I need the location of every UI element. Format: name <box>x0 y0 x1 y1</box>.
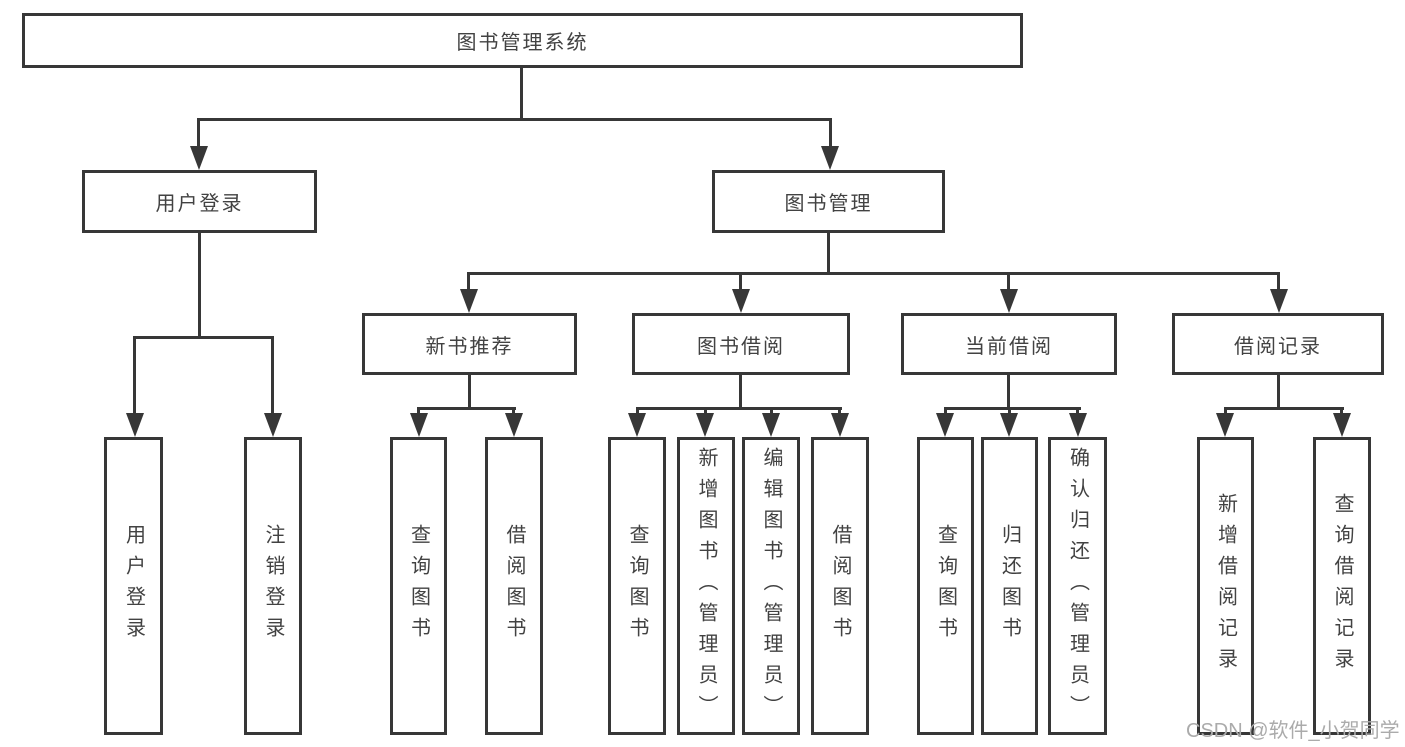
connector-drop <box>838 407 841 413</box>
node-user-login-label: 用户登录 <box>155 193 244 215</box>
connector-new-book-rec-stem <box>468 375 471 407</box>
connector-drop <box>636 407 639 413</box>
node-book-borrow-label: 图书借阅 <box>697 335 785 358</box>
node-book-mgmt: 图书管理 <box>712 170 945 233</box>
leaf-borrow-query-book-label: 查询图书 <box>626 524 648 648</box>
connector-drop <box>1008 407 1011 413</box>
arrow-down-icon <box>1069 413 1087 437</box>
connector-new-book-rec-bar <box>417 407 516 410</box>
connector-root-bar <box>197 118 832 121</box>
arrow-down-icon <box>821 146 839 170</box>
connector-drop <box>417 407 420 413</box>
leaf-query-record: 查询借阅记录 <box>1313 437 1371 735</box>
connector-book-mgmt-bar <box>467 272 1280 275</box>
connector-user-login-bar <box>133 336 274 339</box>
leaf-current-query-book-label: 查询图书 <box>934 524 957 648</box>
arrow-down-icon <box>410 413 428 437</box>
leaf-return-book: 归还图书 <box>981 437 1038 735</box>
arrow-down-icon <box>1000 289 1018 313</box>
leaf-rec-borrow-book: 借阅图书 <box>485 437 543 735</box>
leaf-add-book: 新增图书（管理员） <box>677 437 735 735</box>
csdn-watermark: CSDN @软件_小贺同学 <box>1186 720 1400 742</box>
node-borrow-records-label: 借阅记录 <box>1234 335 1322 358</box>
connector-drop <box>770 407 773 413</box>
node-book-borrow: 图书借阅 <box>632 313 850 375</box>
leaf-query-record-label: 查询借阅记录 <box>1331 493 1353 679</box>
leaf-rec-query-book-label: 查询图书 <box>407 524 430 648</box>
arrow-down-icon <box>1333 413 1351 437</box>
connector-drop-login <box>133 336 136 413</box>
node-root: 图书管理系统 <box>22 13 1023 68</box>
leaf-rec-borrow-book-label: 借阅图书 <box>503 524 525 648</box>
leaf-add-book-label: 新增图书（管理员） <box>695 446 717 726</box>
arrow-down-icon <box>1000 413 1018 437</box>
connector-drop <box>1076 407 1079 413</box>
leaf-borrow-book: 借阅图书 <box>811 437 869 735</box>
node-current-borrow-label: 当前借阅 <box>965 335 1053 358</box>
node-new-book-rec: 新书推荐 <box>362 313 577 375</box>
connector-borrow-records-stem <box>1277 375 1280 407</box>
connector-current-borrow-bar <box>944 407 1081 410</box>
leaf-borrow-book-label: 借阅图书 <box>829 524 851 648</box>
connector-user-login-stem <box>198 233 201 336</box>
arrow-down-icon <box>1216 413 1234 437</box>
node-borrow-records: 借阅记录 <box>1172 313 1384 375</box>
leaf-logout-label: 注销登录 <box>262 524 284 648</box>
leaf-edit-book: 编辑图书（管理员） <box>742 437 800 735</box>
connector-drop-book-borrow <box>739 272 742 289</box>
arrow-down-icon <box>831 413 849 437</box>
connector-root-stem <box>520 68 523 118</box>
node-root-label: 图书管理系统 <box>456 32 589 54</box>
arrow-down-icon <box>190 146 208 170</box>
arrow-down-icon <box>460 289 478 313</box>
leaf-current-query-book: 查询图书 <box>917 437 974 735</box>
connector-current-borrow-stem <box>1007 375 1010 407</box>
leaf-add-record: 新增借阅记录 <box>1197 437 1254 735</box>
connector-drop-logout <box>271 336 274 413</box>
arrow-down-icon <box>126 413 144 437</box>
connector-drop <box>1224 407 1227 413</box>
leaf-edit-book-label: 编辑图书（管理员） <box>760 446 782 726</box>
connector-drop-current-borrow <box>1007 272 1010 289</box>
connector-book-borrow-stem <box>739 375 742 407</box>
connector-drop <box>1340 407 1343 413</box>
connector-drop <box>704 407 707 413</box>
connector-drop-user-login <box>197 118 200 146</box>
node-user-login: 用户登录 <box>82 170 317 233</box>
connector-drop <box>944 407 947 413</box>
leaf-add-record-label: 新增借阅记录 <box>1214 493 1237 679</box>
arrow-down-icon <box>264 413 282 437</box>
arrow-down-icon <box>1270 289 1288 313</box>
arrow-down-icon <box>505 413 523 437</box>
leaf-logout: 注销登录 <box>244 437 302 735</box>
connector-drop <box>512 407 515 413</box>
leaf-return-book-label: 归还图书 <box>998 524 1021 648</box>
arrow-down-icon <box>732 289 750 313</box>
leaf-confirm-return: 确认归还（管理员） <box>1048 437 1107 735</box>
connector-drop-new-book-rec <box>467 272 470 289</box>
leaf-confirm-return-label: 确认归还（管理员） <box>1066 446 1089 726</box>
connector-drop-book-mgmt <box>829 118 832 146</box>
arrow-down-icon <box>628 413 646 437</box>
connector-book-borrow-bar <box>636 407 842 410</box>
arrow-down-icon <box>696 413 714 437</box>
leaf-user-login: 用户登录 <box>104 437 163 735</box>
arrow-down-icon <box>762 413 780 437</box>
leaf-borrow-query-book: 查询图书 <box>608 437 666 735</box>
leaf-rec-query-book: 查询图书 <box>390 437 447 735</box>
node-book-mgmt-label: 图书管理 <box>784 193 873 215</box>
leaf-user-login-label: 用户登录 <box>122 524 145 648</box>
connector-drop-borrow-records <box>1277 272 1280 289</box>
node-new-book-rec-label: 新书推荐 <box>425 335 514 358</box>
connector-borrow-records-bar <box>1224 407 1344 410</box>
connector-book-mgmt-stem <box>827 233 830 273</box>
node-current-borrow: 当前借阅 <box>901 313 1117 375</box>
arrow-down-icon <box>936 413 954 437</box>
